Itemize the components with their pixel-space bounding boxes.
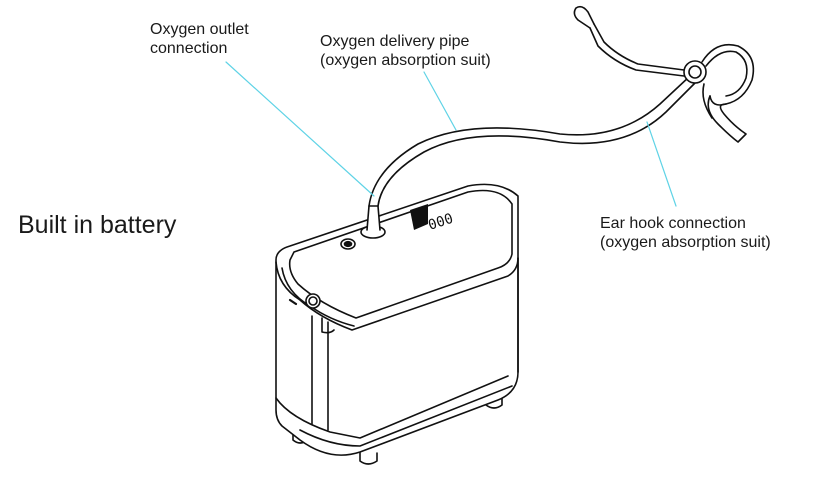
leader-outlet <box>225 61 375 197</box>
ear-hook-label-line2: (oxygen absorption suit) <box>600 234 771 251</box>
oxygen-outlet-label-line2: connection <box>150 40 228 57</box>
oxygen-pipe-label-line2: (oxygen absorption suit) <box>320 52 491 69</box>
oxygen-pipe-label: Oxygen delivery pipe (oxygen absorption … <box>320 32 491 70</box>
device-body <box>275 183 519 456</box>
ear-hook-label: Ear hook connection (oxygen absorption s… <box>600 214 771 252</box>
oxygen-outlet-label: Oxygen outlet connection <box>150 20 249 58</box>
oxygen-outlet-label-line1: Oxygen outlet <box>150 21 249 38</box>
ear-hook-label-line1: Ear hook connection <box>600 215 746 232</box>
battery-label: Built in battery <box>18 211 177 239</box>
leader-pipe <box>423 71 457 131</box>
oxygen-outlet-connector <box>360 205 386 239</box>
display-panel: 000 <box>410 204 455 234</box>
oxygen-pipe-label-line1: Oxygen delivery pipe <box>320 33 470 50</box>
display-digits: 000 <box>426 211 455 234</box>
leader-ear-hook <box>646 121 677 207</box>
leader-lines <box>225 61 677 207</box>
oxygen-delivery-tube <box>368 75 697 207</box>
ear-hook <box>573 5 755 143</box>
top-button <box>340 238 356 250</box>
side-power-button <box>305 293 321 309</box>
